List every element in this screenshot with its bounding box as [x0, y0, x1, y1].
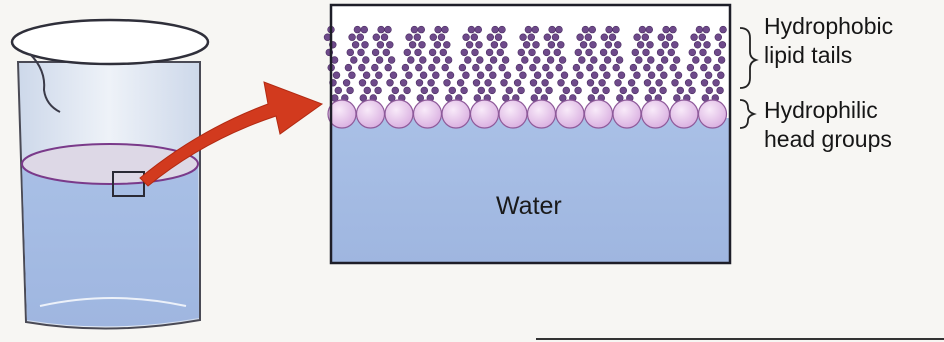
lipid-head	[585, 100, 613, 128]
heads-label-line1: Hydrophilic	[764, 96, 892, 125]
lipid-head	[556, 100, 584, 128]
lipid-head	[528, 100, 556, 128]
tails-label-line1: Hydrophobic	[764, 12, 893, 41]
lipid-head	[670, 100, 698, 128]
water-label: Water	[496, 192, 562, 221]
heads-label-line2: head groups	[764, 125, 892, 154]
heads-brace	[740, 100, 754, 128]
lipid-head	[414, 100, 442, 128]
lipid-head	[385, 100, 413, 128]
detail-water	[331, 118, 730, 263]
tails-brace	[740, 28, 756, 88]
beaker-rim	[12, 20, 208, 64]
lipid-head	[642, 100, 670, 128]
tails-label: Hydrophobic lipid tails	[764, 12, 893, 70]
lipid-head	[499, 100, 527, 128]
heads-label: Hydrophilic head groups	[764, 96, 892, 154]
lipid-head	[471, 100, 499, 128]
lipid-head	[442, 100, 470, 128]
detail-panel	[324, 5, 730, 263]
lipid-head	[613, 100, 641, 128]
lipid-head	[699, 100, 727, 128]
beaker-icon	[12, 20, 208, 329]
lipid-head	[357, 100, 385, 128]
tails-label-line2: lipid tails	[764, 41, 893, 70]
